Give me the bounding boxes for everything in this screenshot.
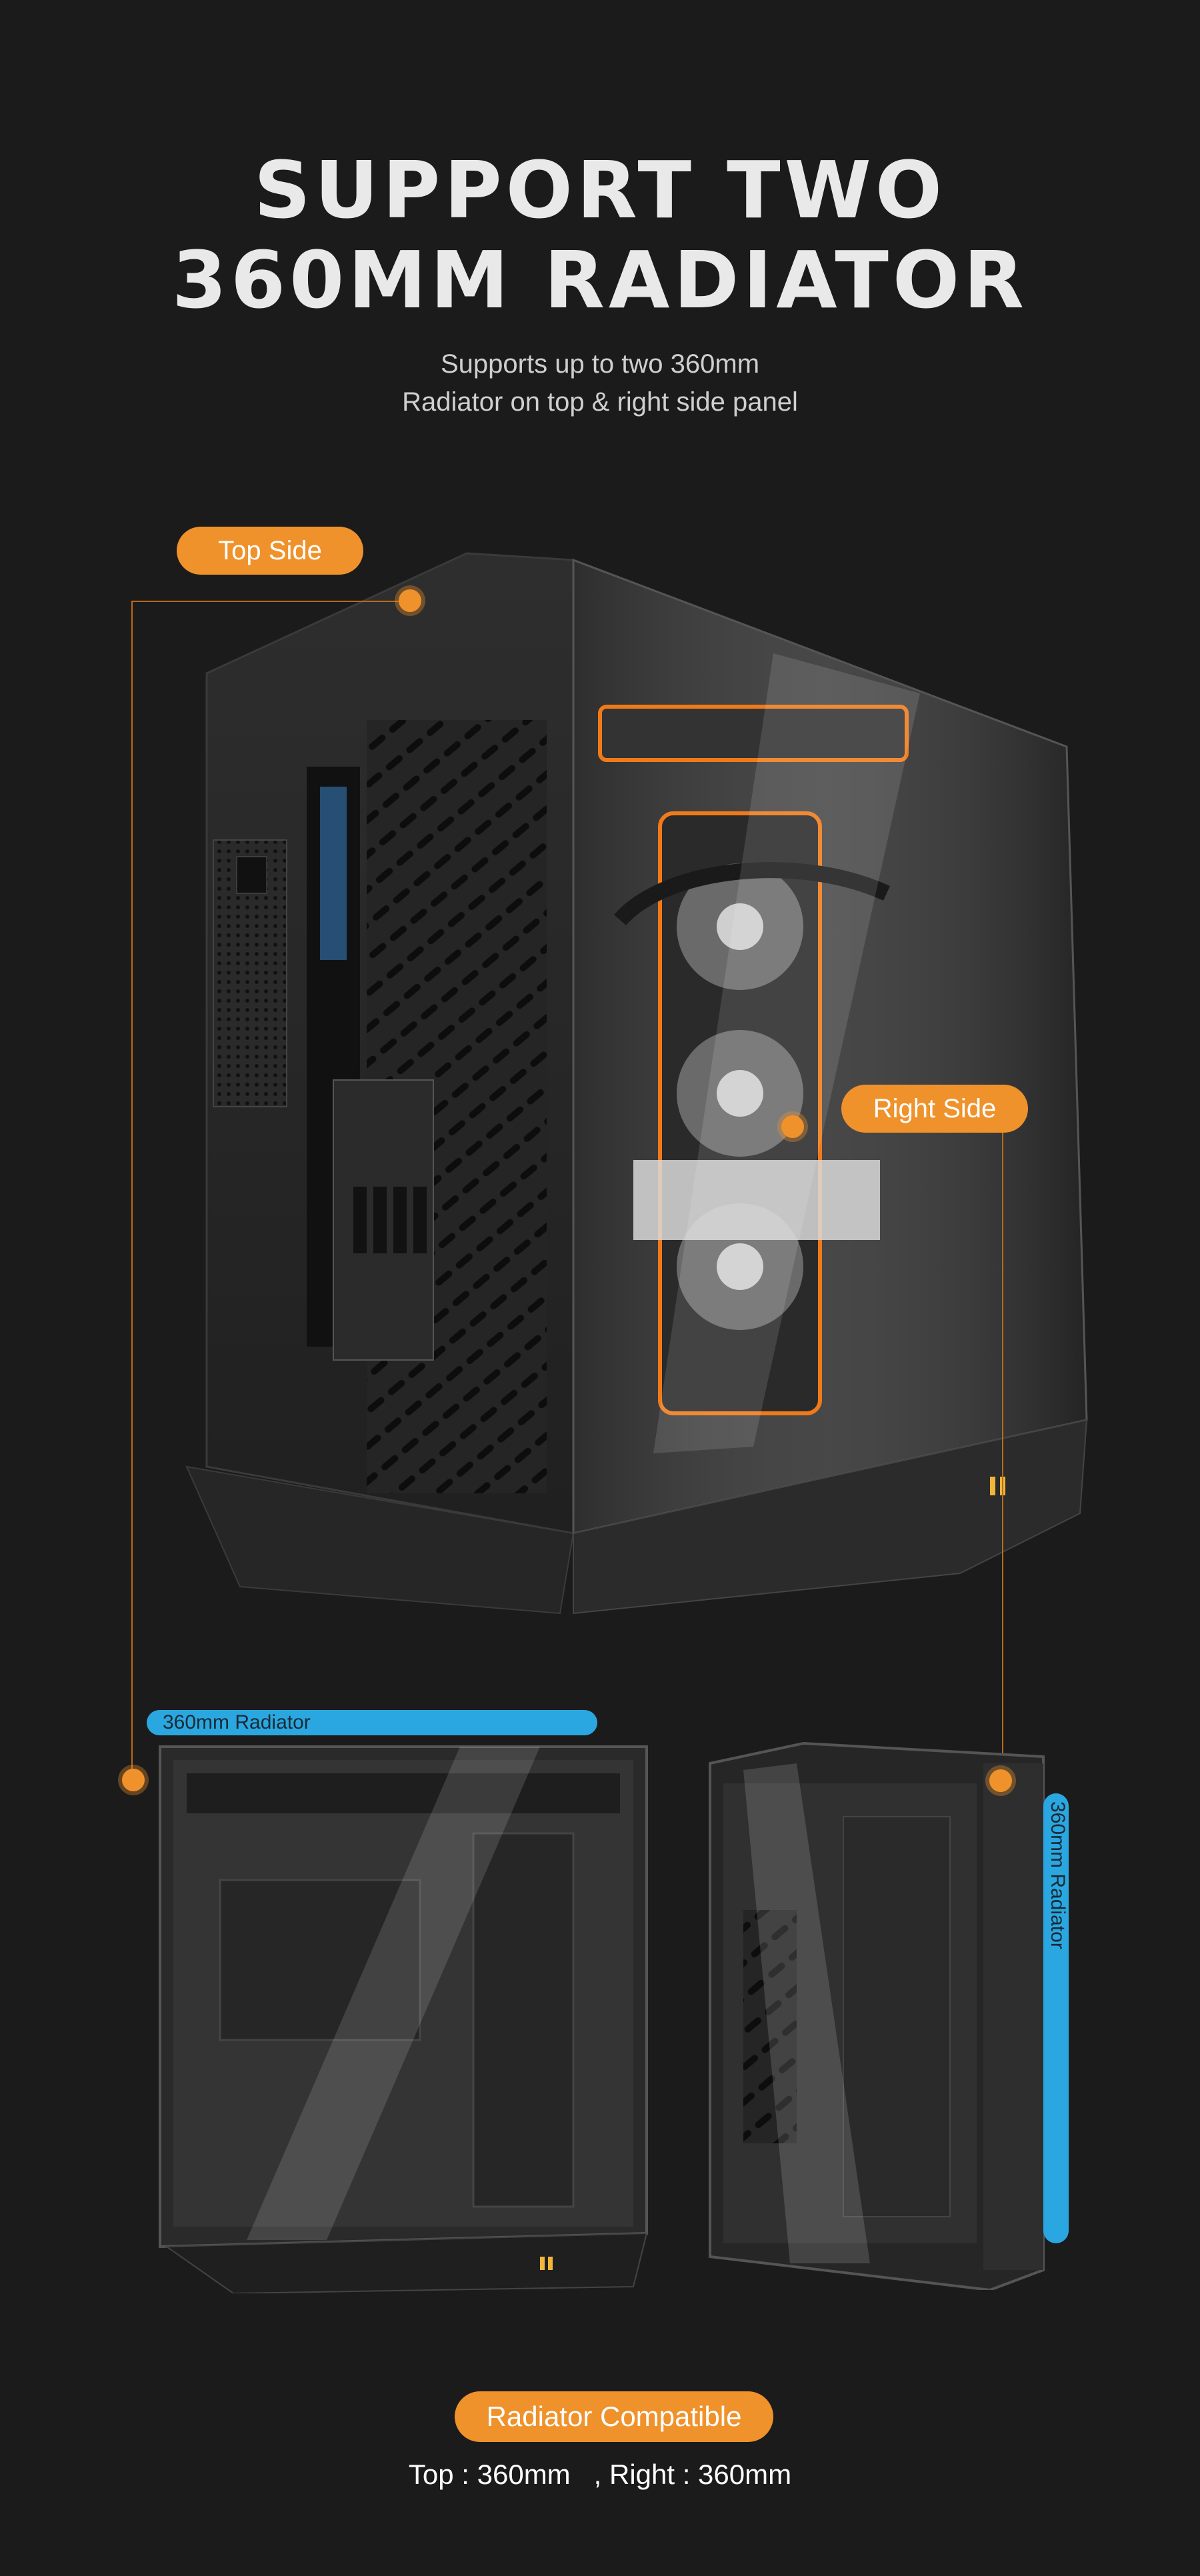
- right-side-marker: [781, 1115, 804, 1138]
- top-radiator-bar: 360mm Radiator: [147, 1710, 597, 1735]
- page-title-line2: 360MM RADIATOR: [171, 234, 1029, 326]
- page-title-line1: SUPPORT TWO: [253, 144, 947, 236]
- right-radiator-label: 360mm Radiator: [1047, 1801, 1069, 1949]
- top-side-connector-horizontal: [131, 601, 410, 602]
- right-side-badge: Right Side: [841, 1085, 1028, 1133]
- pc-case-main-image: [185, 552, 1088, 1615]
- top-side-badge: Top Side: [177, 527, 363, 575]
- case-top-view-image: [159, 1745, 648, 2293]
- top-side-connector-vertical: [131, 601, 133, 1781]
- top-radiator-marker: [122, 1769, 145, 1791]
- right-radiator-marker: [989, 1769, 1012, 1792]
- top-side-marker: [399, 589, 421, 612]
- subtitle-line2: Radiator on top & right side panel: [402, 387, 798, 417]
- radiator-spec-text: Top : 360mm , Right : 360mm: [408, 2459, 792, 2490]
- subtitle-line1: Supports up to two 360mm: [440, 349, 760, 379]
- case-right-view-image: [709, 1741, 1045, 2290]
- radiator-compatible-badge: Radiator Compatible: [455, 2391, 773, 2442]
- right-radiator-bar: 360mm Radiator: [1043, 1793, 1069, 2243]
- right-side-connector-vertical: [1002, 1127, 1003, 1787]
